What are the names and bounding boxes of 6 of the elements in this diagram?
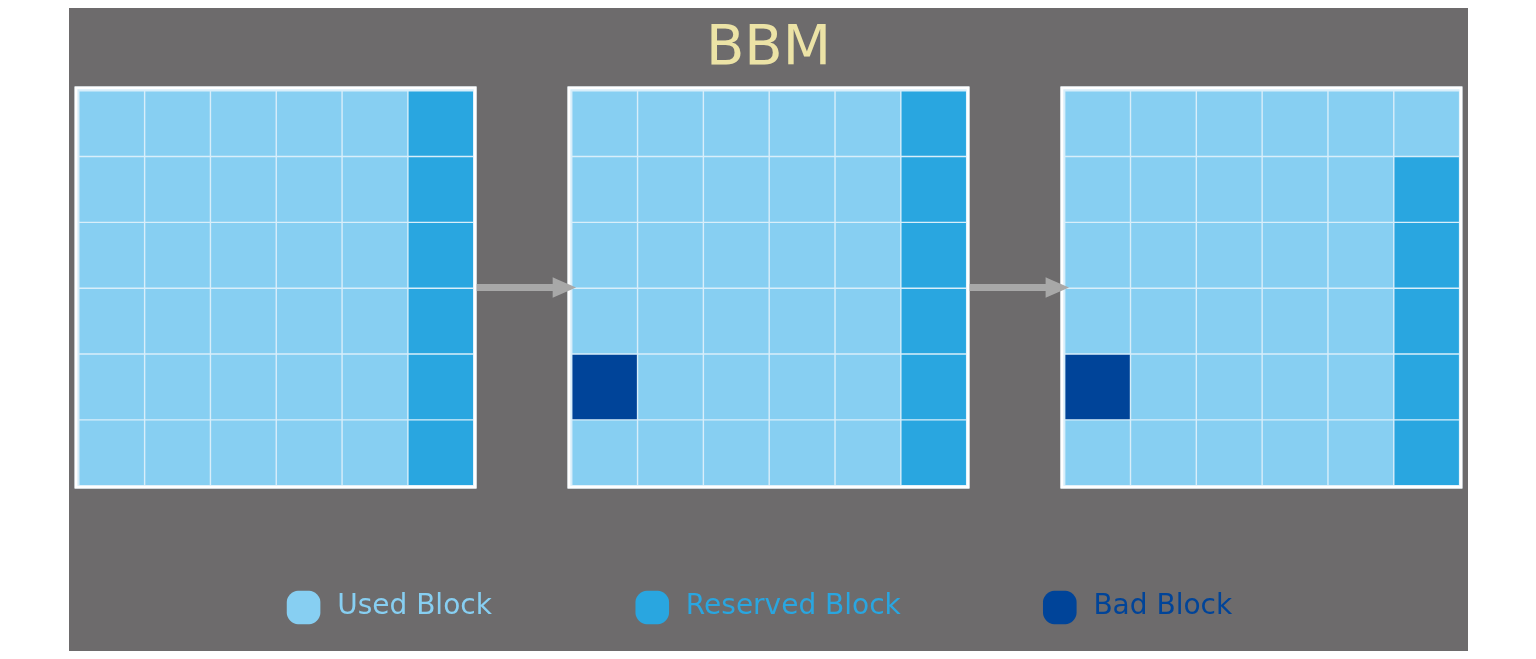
arrow xyxy=(969,277,1069,298)
legend-label: Reserved Block xyxy=(685,588,901,622)
diagram-title: BBM xyxy=(705,12,831,78)
legend-label: Used Block xyxy=(336,588,492,622)
legend-label: Bad Block xyxy=(1092,588,1232,622)
arrow xyxy=(476,277,576,298)
